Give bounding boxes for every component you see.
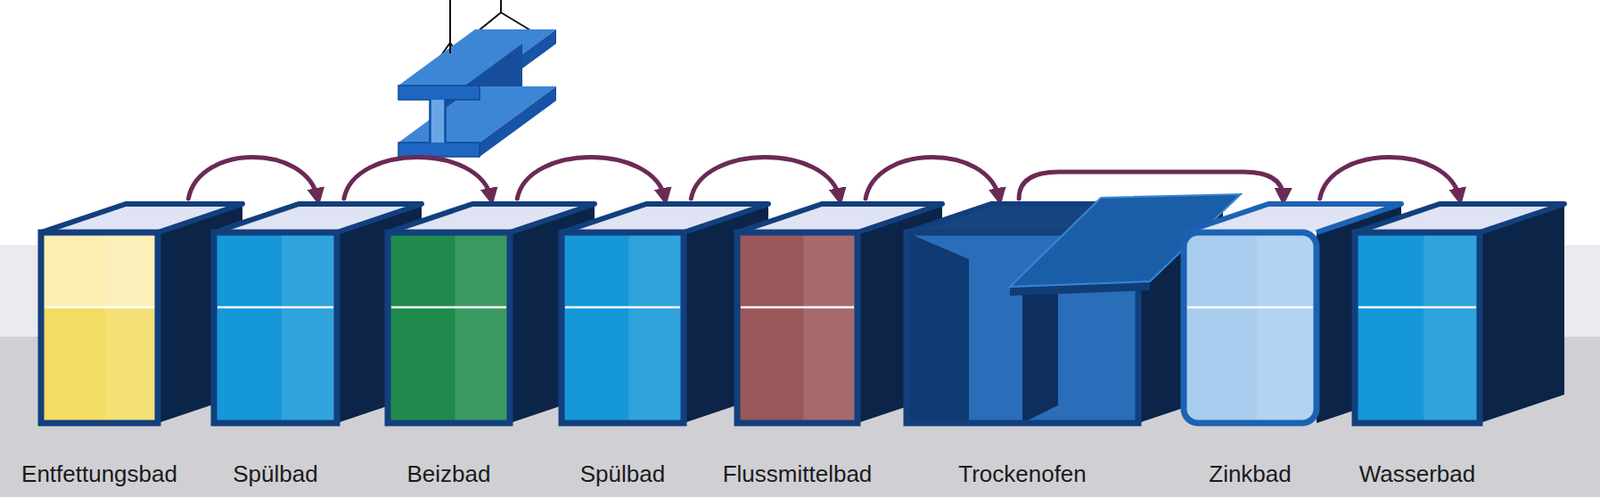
label-slot: Wasserbad (1359, 460, 1477, 488)
process-arrow (1320, 157, 1461, 200)
tank-rim (561, 204, 769, 233)
tank-liquid (41, 232, 158, 424)
label-slot: Trockenofen (958, 460, 1087, 488)
label-slot: Flussmittelbad (722, 460, 873, 488)
label-slot: Spülbad (580, 460, 665, 488)
station-label: Zinkbad (1208, 460, 1292, 488)
tank-shade (105, 232, 158, 424)
tank-opening (41, 204, 243, 233)
station-label: Entfettungsbad (21, 460, 178, 488)
liquid-level (217, 306, 334, 310)
tank-opening (213, 204, 422, 233)
station-label: Flussmittelbad (722, 460, 873, 488)
tank-shade (281, 232, 337, 424)
tank-frame (387, 232, 510, 424)
liquid-level (1187, 306, 1313, 310)
station-label: Beizbad (407, 460, 492, 488)
liquid-level (565, 306, 681, 310)
process-tank: Wasserbad (1349, 198, 1570, 429)
process-arrow (1018, 172, 1284, 199)
liquid-level (391, 306, 507, 310)
steel-beam (398, 29, 557, 157)
label-slot: Zinkbad (1208, 460, 1292, 488)
tank-frame (737, 232, 858, 424)
tank-frame (41, 232, 158, 424)
process-arrow (516, 157, 665, 200)
label-slot: Spülbad (232, 460, 318, 488)
tank-shape (901, 198, 1229, 429)
tank-shade (803, 232, 858, 424)
label-slot: Entfettungsbad (21, 460, 178, 488)
tank-rim (387, 204, 595, 233)
oven-inner-wall (906, 232, 969, 424)
tank-frame (561, 232, 684, 424)
tank-liquid (213, 232, 337, 424)
process-arrow (865, 157, 1000, 200)
tank-frame (1354, 232, 1480, 424)
tank-opening (1354, 204, 1565, 233)
tank-frame (213, 232, 337, 424)
tank-liquid (387, 232, 510, 424)
tank-opening (561, 204, 769, 233)
liquid-level (740, 306, 854, 310)
label-slot: Beizbad (407, 460, 492, 488)
tank-shade (454, 232, 510, 424)
station-label: Spülbad (232, 460, 318, 488)
tank-liquid (1183, 232, 1317, 424)
process-arrow (188, 157, 318, 200)
station-label: Spülbad (580, 460, 665, 488)
tank-liquid (1354, 232, 1480, 424)
tank-liquid (561, 232, 684, 424)
tank-shade (628, 232, 684, 424)
process-arrow (344, 157, 492, 200)
tank-rim (41, 204, 243, 233)
tank-rim (1354, 204, 1565, 233)
liquid-level (1358, 306, 1477, 310)
tank-frame (1183, 232, 1317, 424)
process-arrow (690, 157, 840, 200)
liquid-level (44, 306, 155, 310)
tank-rim (213, 204, 422, 233)
tank-shape (1349, 198, 1570, 429)
tank-side (1479, 204, 1565, 424)
station-label: Trockenofen (958, 460, 1087, 488)
crane-ropes-front (449, 42, 452, 54)
tank-shade (1256, 232, 1317, 424)
tank-opening (387, 204, 595, 233)
tank-shade (1423, 232, 1480, 424)
station-label: Wasserbad (1359, 460, 1477, 488)
tank-liquid (737, 232, 858, 424)
drying-oven: Trockenofen (901, 198, 1229, 429)
